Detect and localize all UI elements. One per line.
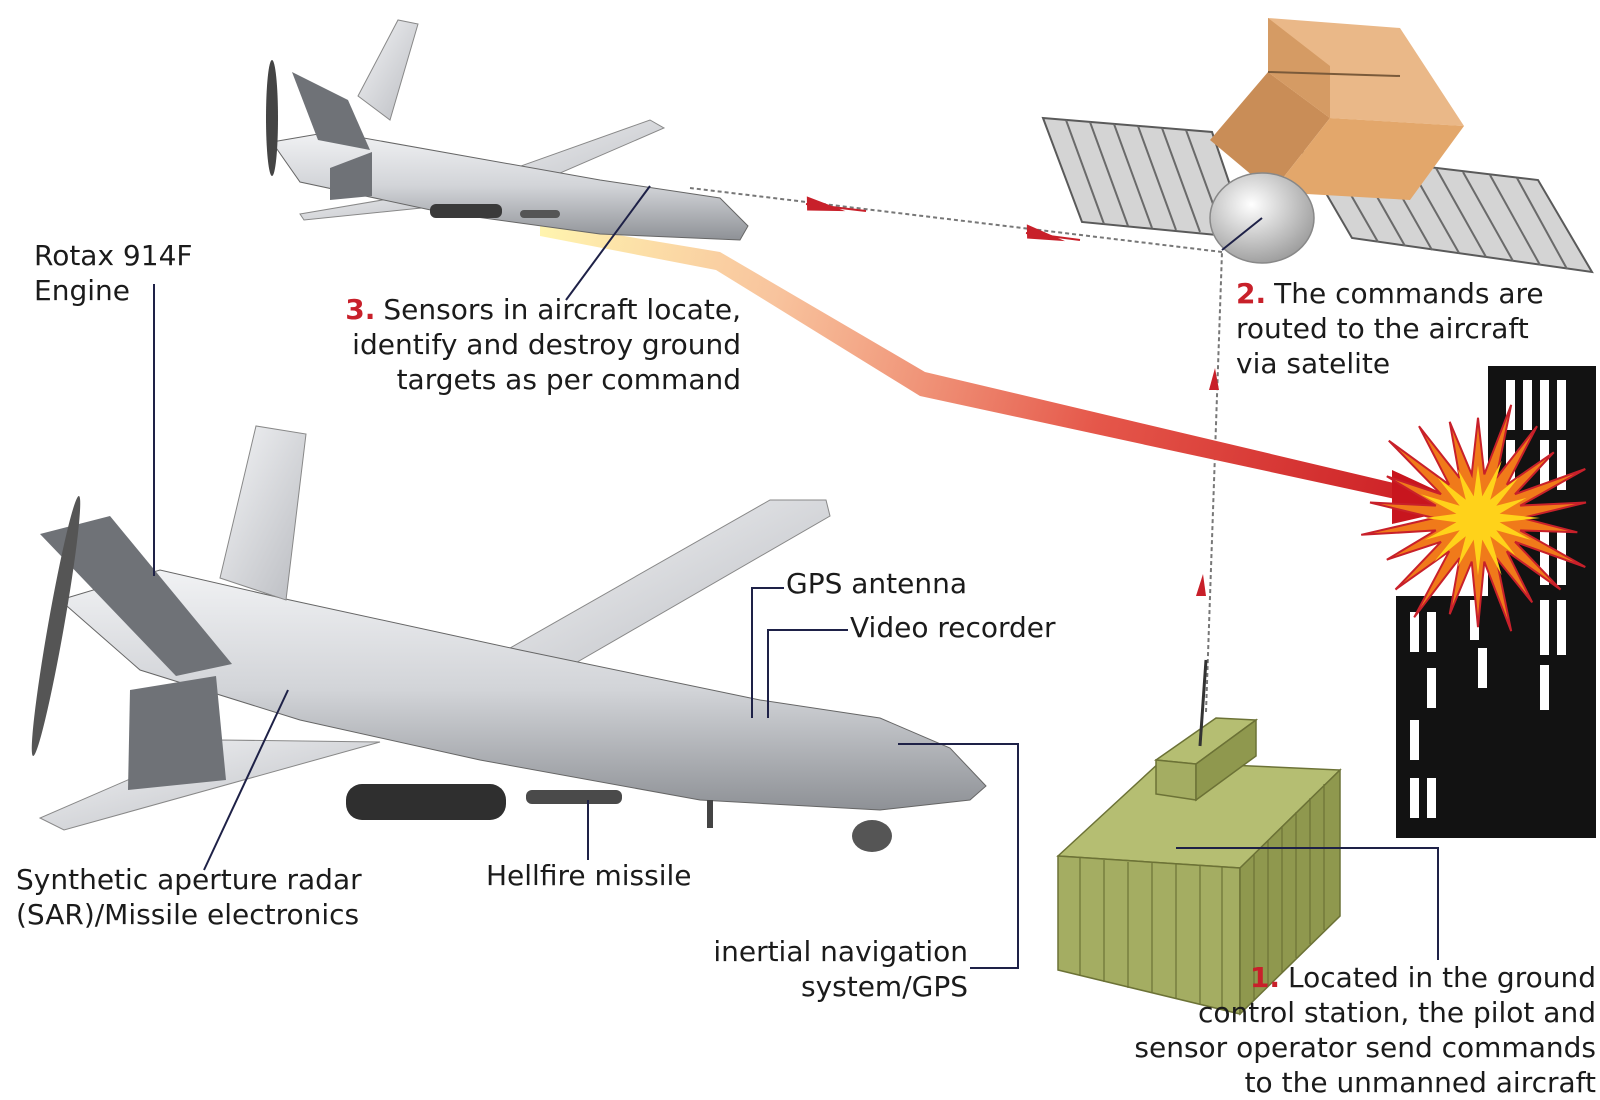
sar-label: Synthetic aperture radar (SAR)/Missile e… xyxy=(16,863,362,931)
leader-lines xyxy=(153,185,1439,969)
target-building-icon xyxy=(1396,366,1596,838)
leader-video-recorder xyxy=(767,629,848,718)
hellfire-label: Hellfire missile xyxy=(486,859,692,892)
leader-ins xyxy=(898,743,1019,969)
step-2-text: 2.The commands are routed to the aircraf… xyxy=(1236,277,1544,380)
explosion-icon xyxy=(1360,404,1587,632)
leader-gps-antenna xyxy=(751,587,784,718)
uav-small-icon xyxy=(266,19,749,241)
satellite-icon xyxy=(1041,18,1594,274)
leader-ground-station xyxy=(1176,847,1439,960)
step-3-text: 3.Sensors in aircraft locate, identify a… xyxy=(345,293,741,396)
command-uplink xyxy=(1196,251,1223,713)
leader-sar xyxy=(203,689,289,871)
leader-sensors xyxy=(565,185,651,301)
step-1-number: 1. xyxy=(1249,961,1280,994)
gps-antenna-label: GPS antenna xyxy=(786,567,968,600)
engine-label: Rotax 914F Engine xyxy=(34,239,193,307)
step-3-number: 3. xyxy=(345,293,376,326)
command-downlink xyxy=(689,187,1223,253)
ins-label: inertial navigation system/GPS xyxy=(713,935,968,1003)
uav-large-icon xyxy=(31,425,987,852)
video-recorder-label: Video recorder xyxy=(850,611,1056,644)
control-station-icon xyxy=(1056,659,1342,1016)
step-1-text: 1.Located in the ground control station,… xyxy=(1134,961,1596,1099)
step-2-number: 2. xyxy=(1236,277,1267,310)
